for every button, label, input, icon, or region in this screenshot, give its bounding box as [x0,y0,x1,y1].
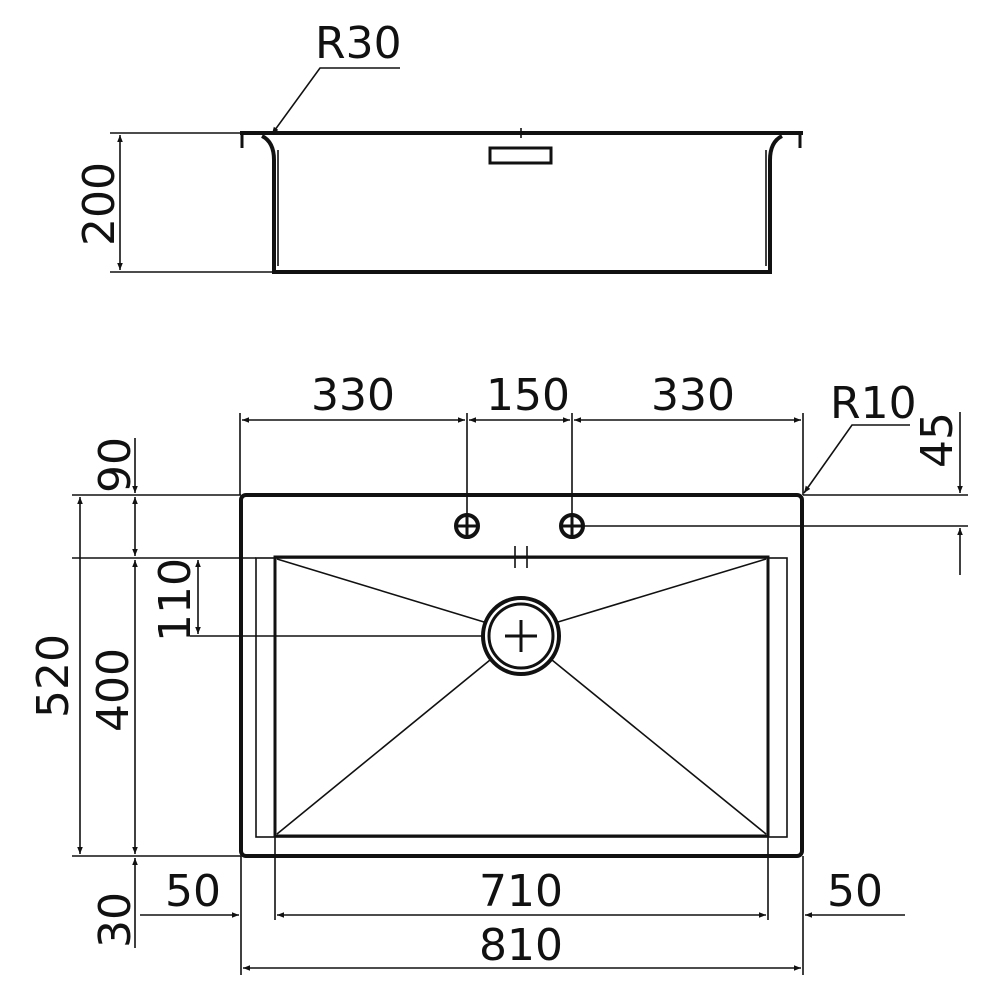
left-extension-lines [72,494,484,857]
tap-hole-right [559,513,585,539]
width-right-label: 330 [651,370,735,421]
height-label: 200 [74,162,125,246]
drain-inner-ring [487,602,555,670]
r30-leader [271,67,400,135]
r10-label: R10 [830,378,917,429]
bottom-extension-lines [240,837,804,975]
sink-outer-outline [239,493,804,858]
r30-label: R30 [315,18,402,69]
tap-offset-extension-lines [583,494,968,527]
left-margin-label: 50 [165,866,221,917]
bottom-margin-label: 30 [90,892,141,948]
height-extension-lines [110,132,274,273]
r10-leader [803,424,910,494]
right-margin-label: 50 [827,866,883,917]
bowl-width-label: 710 [479,866,563,917]
top-view: 330 150 330 R10 45 90 520 400 110 30 50 [28,370,968,975]
overflow-slot [488,146,553,165]
top-width-extension-lines [239,413,804,515]
side-view-bowl-inner [277,150,767,266]
tap-offset-label: 45 [912,412,963,468]
overall-width-label: 810 [479,920,563,971]
tap-hole-left [454,513,480,539]
width-left-label: 330 [311,370,395,421]
drain-offset-label: 110 [150,558,201,642]
side-view-bowl-profile [260,134,784,274]
bowl-depth-label: 400 [88,648,139,732]
drain-center-cross [505,620,537,652]
overflow-mark [505,546,537,568]
bowl-slope-lines [276,558,767,835]
width-center-label: 150 [486,370,570,421]
side-view-rim-edges [240,133,802,148]
overall-depth-label: 520 [28,634,79,718]
top-margin-label: 90 [90,437,141,493]
side-view: 200 R30 [74,18,803,274]
